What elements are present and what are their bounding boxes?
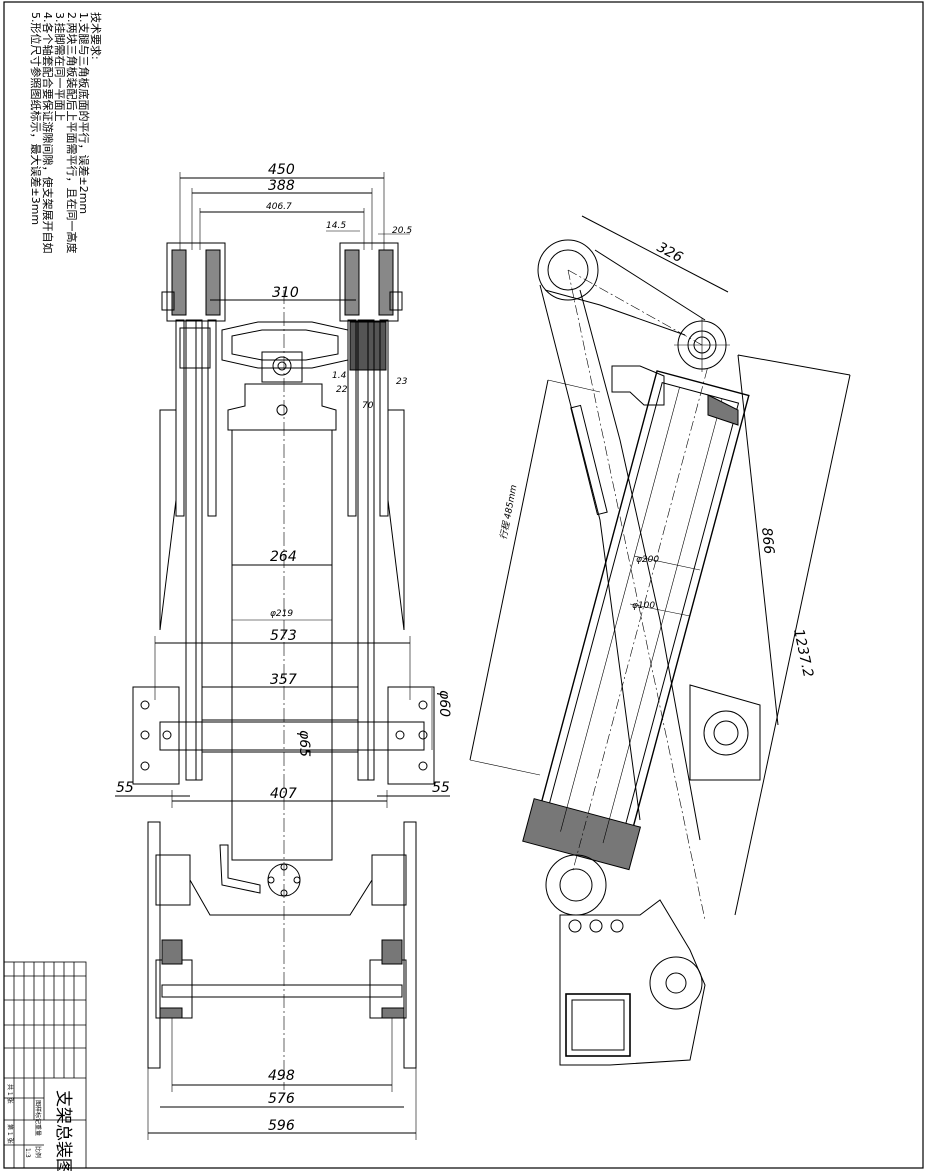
dim-phi-219: φ219	[270, 609, 293, 619]
dim-22: 22	[336, 385, 348, 395]
dim-310: 310	[272, 285, 299, 301]
notes-heading: 技术要求:	[89, 12, 102, 60]
technical-requirements: 技术要求: 1.支腿与三角板底面的平行，误差±2mm 2.两块三角板装配后上平面…	[29, 12, 102, 254]
dim-phi-200: φ200	[636, 555, 659, 565]
sheet-count: 共 1 张	[6, 1084, 14, 1104]
dim-phi-100: φ100	[632, 601, 655, 611]
dim-498: 498	[268, 1068, 295, 1084]
scale-label: 比例	[34, 1146, 42, 1158]
title-block-text: 支架总装图 图样标记 重量 比例 1:3 共 1 张 第 1 张	[6, 1084, 73, 1171]
dim-phi-60: φ60	[436, 690, 452, 717]
note-1: 1.支腿与三角板底面的平行，误差±2mm	[77, 12, 91, 214]
dim-576: 576	[268, 1091, 295, 1107]
dim-14-5: 14.5	[326, 221, 346, 231]
front-view	[115, 172, 450, 1140]
material-label: 图样标记	[34, 1100, 42, 1124]
front-view-dimensions: 450 388 406.7 14.5 20.5 310 1.4 22 23 70…	[116, 162, 452, 1134]
dim-1-4: 1.4	[332, 371, 347, 381]
dim-20-5: 20.5	[392, 226, 412, 236]
dim-264: 264	[270, 549, 297, 565]
dim-573: 573	[270, 628, 297, 644]
title-block	[3, 961, 87, 1169]
note-2: 2.两块三角板装配后上平面需平行，且在同一高度	[65, 12, 79, 254]
scale-value: 1:3	[24, 1148, 31, 1158]
dim-23: 23	[396, 377, 408, 387]
dim-407: 407	[270, 786, 297, 802]
note-3: 3.挂脚需在同一平面上	[53, 12, 67, 122]
dim-406-7: 406.7	[266, 202, 292, 212]
weight-label: 重量	[34, 1124, 42, 1136]
side-view-dimensions: 326 866 1237.2 φ200 φ100 行程 485mm	[498, 239, 816, 678]
drawing-title: 支架总装图	[53, 1090, 73, 1171]
dim-55-right: 55	[432, 780, 450, 796]
dim-866: 866	[758, 527, 777, 555]
side-view	[469, 215, 851, 1066]
dim-357: 357	[270, 672, 297, 688]
note-5: 5.形位尺寸参照图纸标示，最大误差±3mm	[29, 12, 43, 225]
dim-388: 388	[268, 178, 295, 194]
dim-phi-65: φ65	[296, 730, 312, 757]
dim-1237-2: 1237.2	[790, 628, 816, 679]
dim-70: 70	[362, 401, 374, 411]
dim-596: 596	[268, 1118, 295, 1134]
dim-55-left: 55	[116, 780, 134, 796]
note-4: 4.各个轴套配合要保证游隙间隙，使支架展开自如	[41, 12, 55, 254]
dim-450: 450	[268, 162, 295, 178]
sheet-number: 第 1 张	[6, 1124, 14, 1144]
